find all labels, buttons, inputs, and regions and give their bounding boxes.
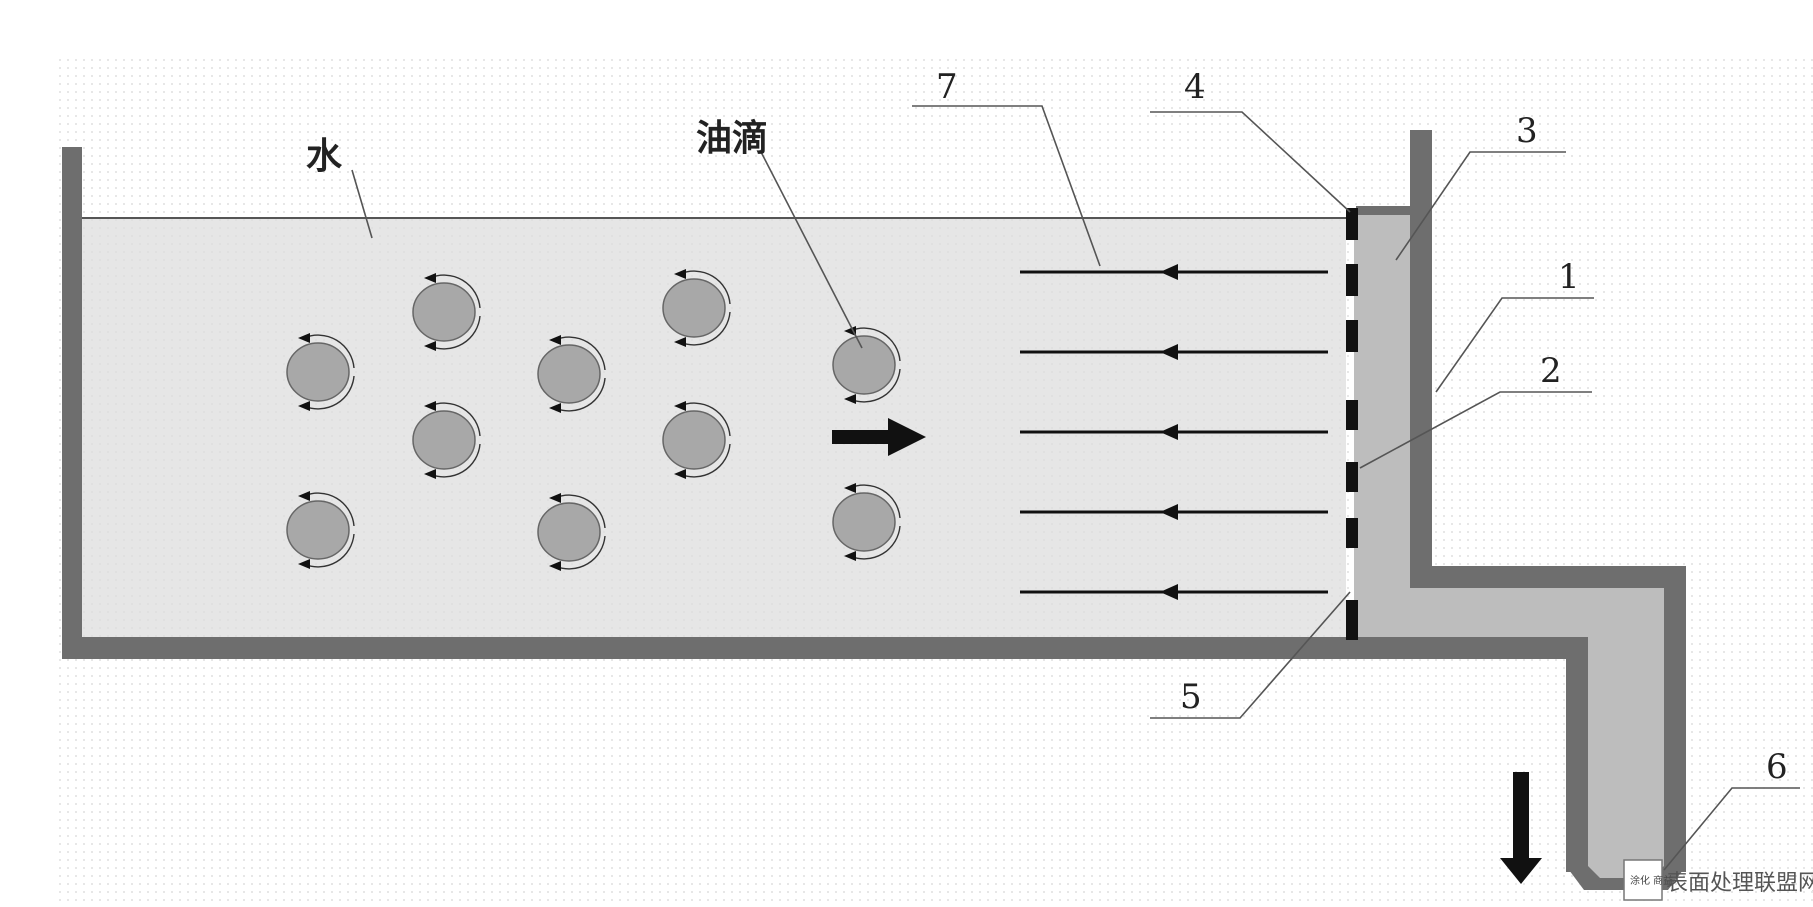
rotation-arc bbox=[429, 443, 481, 478]
oil-droplets bbox=[286, 269, 901, 571]
rotation-arc bbox=[679, 270, 731, 305]
rotation-arc bbox=[849, 327, 901, 362]
rotation-arc bbox=[679, 443, 731, 478]
label-2: 2 bbox=[1540, 351, 1562, 391]
leader-5 bbox=[1150, 591, 1351, 719]
rotation-arrowhead bbox=[298, 559, 310, 569]
oil-droplet bbox=[662, 269, 731, 347]
watermark-logo-text: 涂化 商益 bbox=[1630, 874, 1673, 887]
rotation-arc bbox=[303, 334, 355, 369]
membrane-2 bbox=[1346, 208, 1358, 640]
rotation-arrowhead bbox=[424, 273, 436, 283]
rotation-arrowhead bbox=[844, 326, 856, 336]
oil-droplet bbox=[537, 493, 606, 571]
label-1: 1 bbox=[1558, 257, 1580, 297]
watermark-site-text: 表面处理联盟网 bbox=[1666, 871, 1813, 896]
oil-droplet bbox=[412, 273, 481, 351]
rotation-arrowhead bbox=[549, 403, 561, 413]
rotation-arrowhead bbox=[844, 551, 856, 561]
rotation-arrowhead bbox=[844, 394, 856, 404]
label-3: 3 bbox=[1516, 111, 1538, 151]
leader-2 bbox=[1359, 391, 1592, 469]
oil-droplet bbox=[286, 491, 355, 569]
rotation-arrowhead bbox=[424, 469, 436, 479]
rotation-arrowhead bbox=[549, 561, 561, 571]
oil-droplet bbox=[832, 326, 901, 404]
label-6: 6 bbox=[1766, 747, 1788, 787]
rotation-arrowhead bbox=[674, 269, 686, 279]
rotation-arrowhead bbox=[549, 335, 561, 345]
oil-droplet bbox=[537, 335, 606, 413]
outlet-left-wall bbox=[1566, 637, 1588, 872]
rotation-arc bbox=[849, 525, 901, 560]
channel-top-wall bbox=[1356, 206, 1422, 215]
watermark-logo bbox=[1623, 859, 1663, 901]
rotation-arc bbox=[429, 402, 481, 437]
outlet-top-wall bbox=[1410, 566, 1678, 588]
rotation-arrowhead bbox=[298, 491, 310, 501]
left-wall bbox=[62, 147, 82, 651]
rotation-arc bbox=[303, 533, 355, 568]
rotation-arc bbox=[849, 368, 901, 403]
bottom-wall bbox=[62, 637, 1580, 659]
oil-droplet bbox=[662, 401, 731, 479]
rotation-arc bbox=[554, 336, 606, 371]
rotation-arrowhead bbox=[298, 401, 310, 411]
rotation-arc bbox=[429, 315, 481, 350]
rotation-arrowhead bbox=[549, 493, 561, 503]
tank-walls bbox=[62, 130, 1686, 890]
oil-droplet bbox=[286, 333, 355, 411]
oil-droplet bbox=[412, 401, 481, 479]
leader-1 bbox=[1435, 297, 1594, 393]
rotation-arrowhead bbox=[674, 469, 686, 479]
rotation-arrowhead bbox=[674, 337, 686, 347]
rotation-arc bbox=[679, 402, 731, 437]
leader-4 bbox=[1150, 111, 1351, 213]
rotation-arc bbox=[679, 311, 731, 346]
leader-water bbox=[351, 169, 373, 239]
leader-3 bbox=[1395, 151, 1566, 261]
outlet-right-wall bbox=[1664, 566, 1686, 872]
rotation-arrowhead bbox=[424, 401, 436, 411]
outlet-flow-arrow bbox=[1500, 772, 1542, 884]
rotation-arrowhead bbox=[674, 401, 686, 411]
rotation-arc bbox=[303, 375, 355, 410]
label-7: 7 bbox=[936, 67, 958, 107]
leader-7 bbox=[912, 105, 1101, 267]
rotation-arrowhead bbox=[298, 333, 310, 343]
label-4: 4 bbox=[1184, 67, 1206, 107]
rotation-arc bbox=[303, 492, 355, 527]
label-oil-droplet: 油滴 bbox=[696, 118, 768, 159]
leader-oil-droplet bbox=[759, 149, 863, 349]
leader-lines bbox=[351, 105, 1800, 871]
flow-direction-arrow bbox=[832, 418, 926, 456]
rotation-arc bbox=[554, 377, 606, 412]
rotation-arc bbox=[554, 535, 606, 570]
oil-droplet bbox=[832, 483, 901, 561]
label-water: 水 bbox=[306, 136, 343, 177]
force-arrowheads bbox=[1160, 264, 1178, 600]
rotation-arrowhead bbox=[844, 483, 856, 493]
rotation-arc bbox=[849, 484, 901, 519]
leader-6 bbox=[1663, 787, 1800, 871]
rotation-arc bbox=[554, 494, 606, 529]
rotation-arc bbox=[429, 274, 481, 309]
watermark: 涂化 商益 表面处理联盟网 bbox=[1623, 859, 1813, 901]
label-5: 5 bbox=[1180, 677, 1202, 717]
rotation-arrowhead bbox=[424, 341, 436, 351]
right-wall-1 bbox=[1410, 130, 1432, 568]
